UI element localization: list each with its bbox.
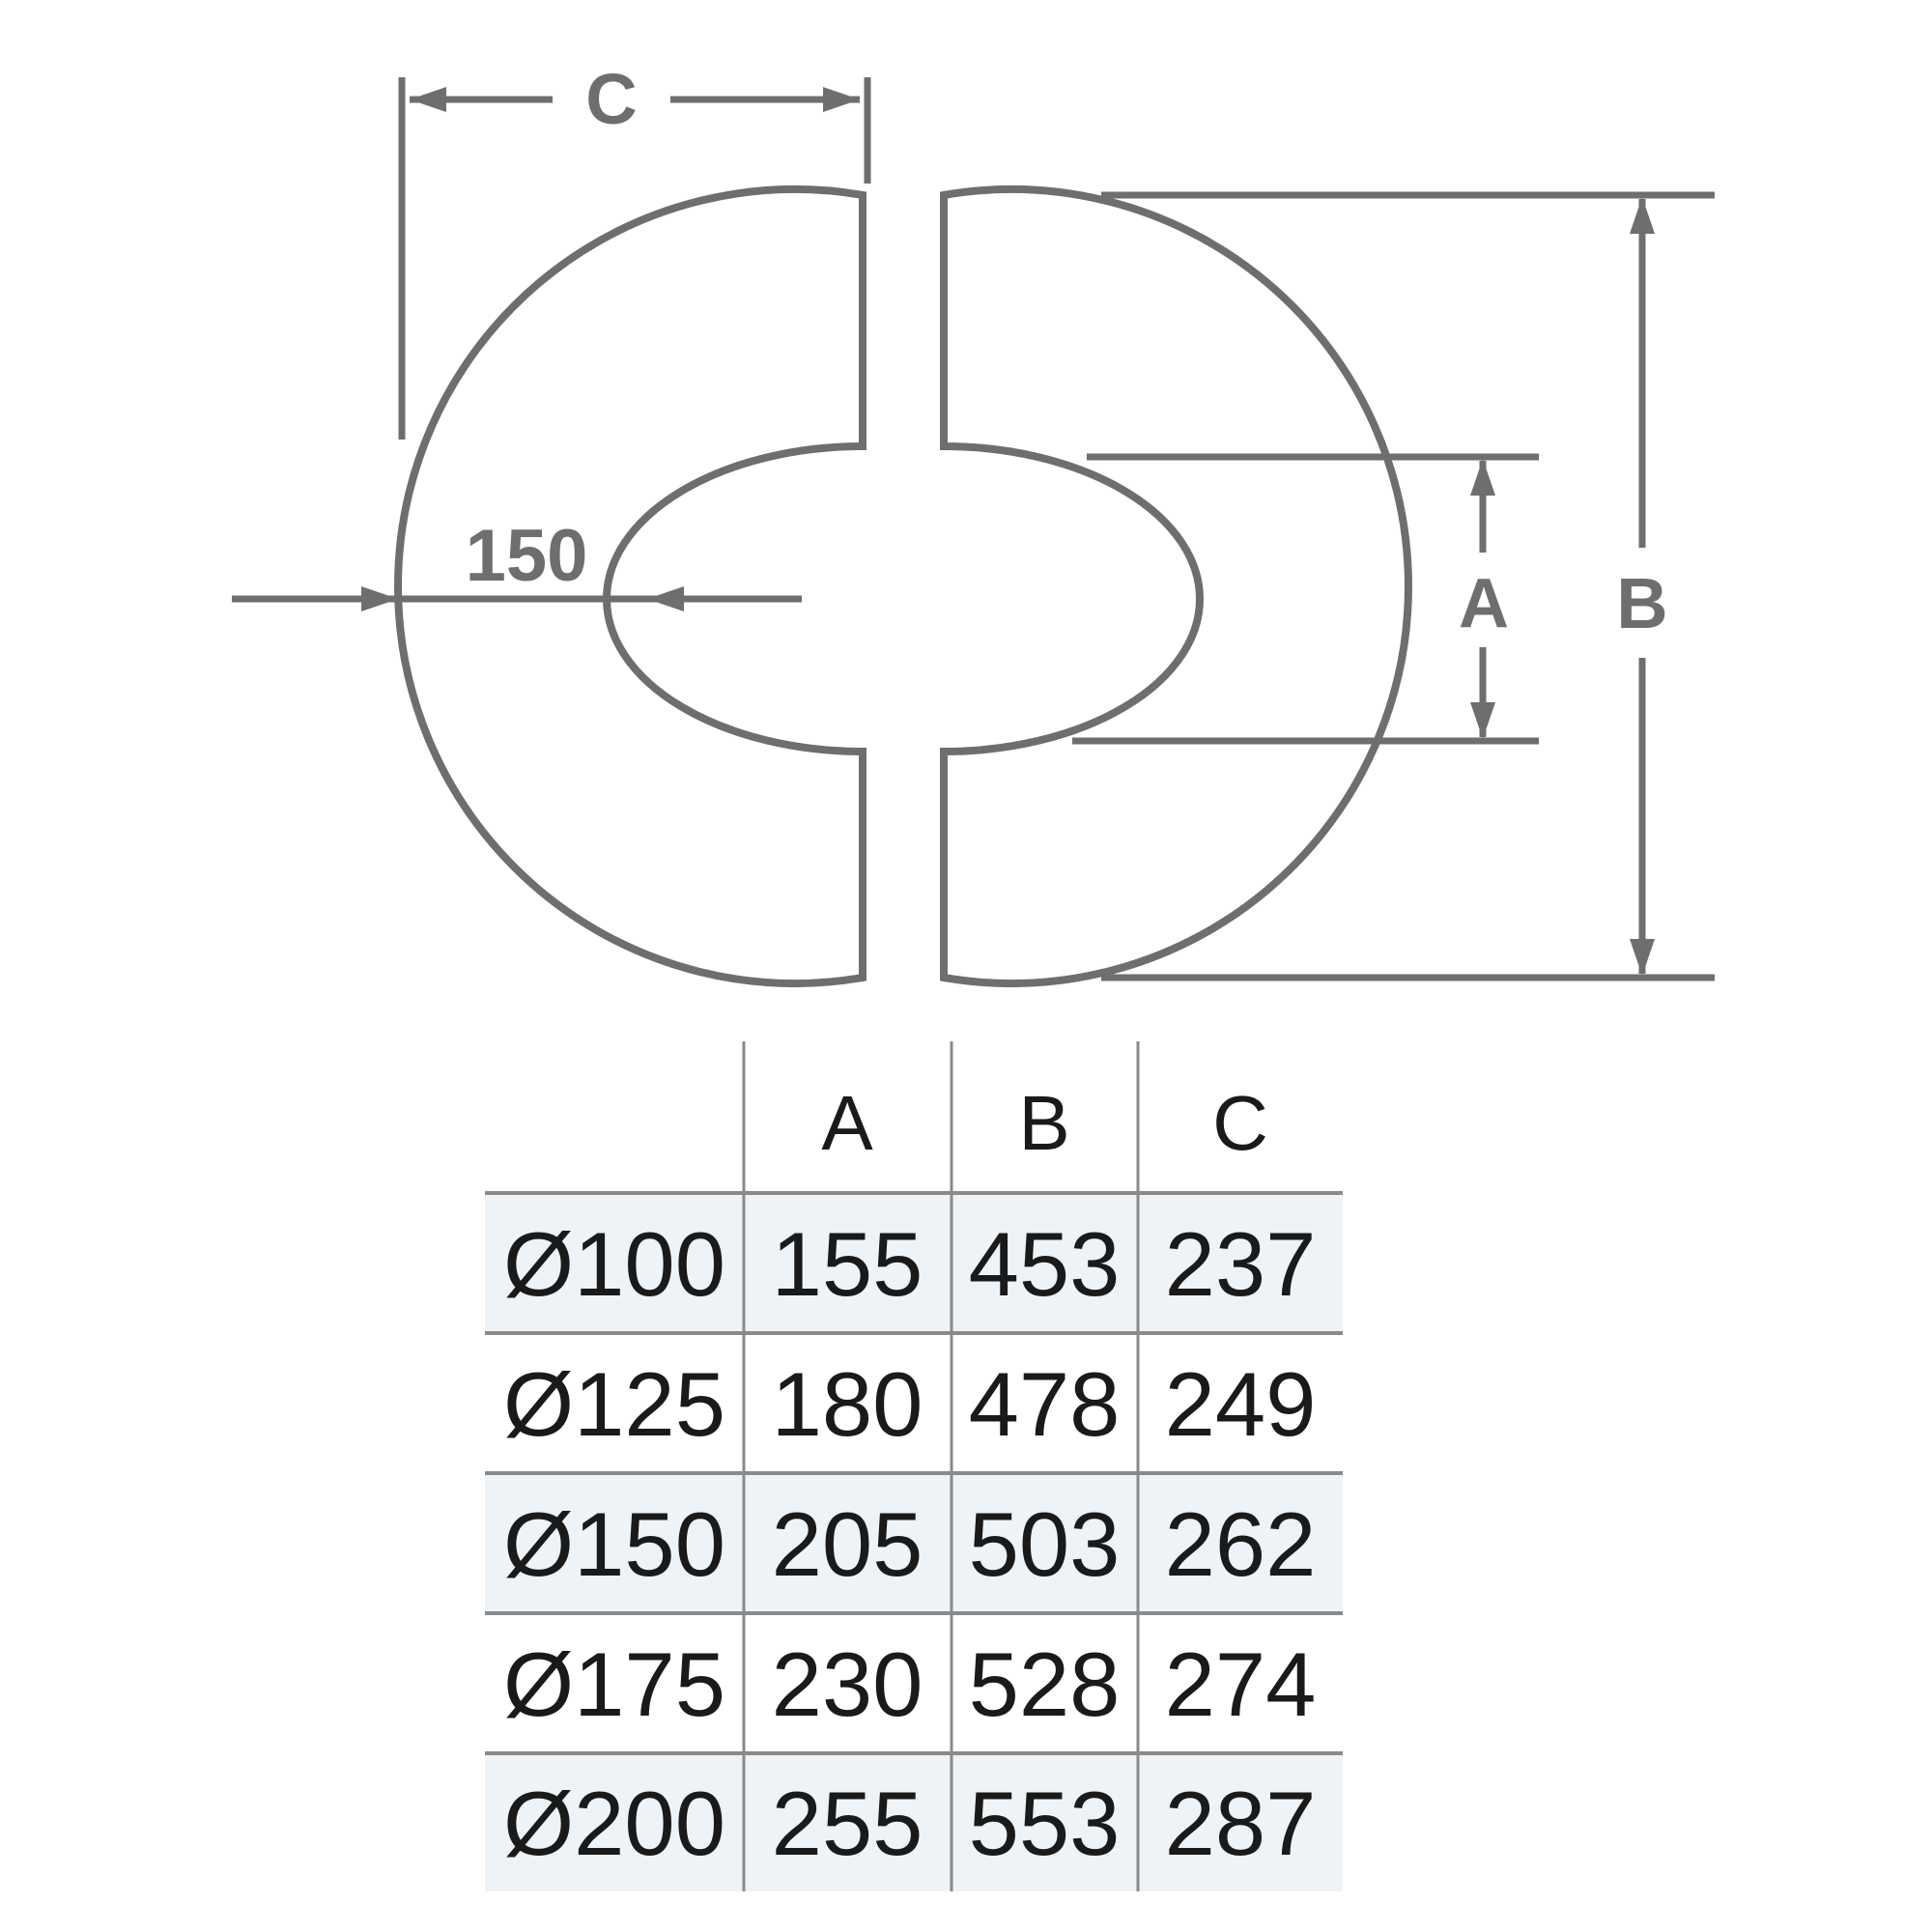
- table-row-c: 262: [1165, 1493, 1317, 1595]
- table-row-shade-3: [485, 1473, 1343, 1613]
- table-header-b: B: [1018, 1080, 1069, 1166]
- table-row-b: 553: [969, 1773, 1121, 1874]
- right-half-plate-outline: [940, 185, 1412, 987]
- dim-b-arrow-up-icon: [1630, 197, 1655, 234]
- table-row-size: Ø100: [503, 1213, 725, 1315]
- dim-150-arrow-right-icon: [361, 586, 398, 611]
- dimension-lines: [232, 77, 1715, 981]
- table-row-b: 478: [969, 1353, 1121, 1455]
- dimension-labels: C 150 A B: [466, 59, 1668, 643]
- dim-b-label: B: [1616, 563, 1667, 643]
- left-half-plate-outline: [394, 185, 867, 987]
- dim-c-label: C: [585, 59, 637, 139]
- table-row-c: 237: [1165, 1213, 1317, 1315]
- table-row-a: 155: [772, 1213, 923, 1315]
- table-row-shade-5: [485, 1753, 1343, 1891]
- dim-b-arrow-down-icon: [1630, 939, 1655, 976]
- dim-a-label: A: [1459, 565, 1509, 642]
- table-row-a: 230: [772, 1634, 923, 1735]
- dim-a-arrow-up-icon: [1470, 459, 1495, 496]
- table-row-c: 249: [1165, 1353, 1317, 1455]
- table-row-shading: [485, 1193, 1343, 1891]
- table-row-a: 180: [772, 1353, 923, 1455]
- dim-150-label: 150: [466, 515, 588, 597]
- table-row-size: Ø175: [503, 1634, 725, 1735]
- table-header-a: A: [821, 1080, 873, 1166]
- table-row-size: Ø200: [503, 1773, 725, 1874]
- table-row-c: 287: [1165, 1773, 1317, 1874]
- table-grid: [485, 1041, 1343, 1891]
- dim-a-arrow-down-icon: [1470, 702, 1495, 739]
- plate-outlines: [394, 185, 1412, 987]
- dim-c-arrow-right-icon: [823, 87, 860, 112]
- dim-c-arrow-left-icon: [410, 87, 446, 112]
- table-row-size: Ø125: [503, 1353, 725, 1455]
- dim-150-arrow-left-icon: [647, 586, 684, 611]
- table-header-c: C: [1212, 1080, 1268, 1166]
- table-row-a: 205: [772, 1493, 923, 1595]
- table-text: A B C Ø100 155 453 237 Ø125 180 478 249 …: [503, 1080, 1316, 1874]
- table-row-b: 453: [969, 1213, 1121, 1315]
- table-row-shade-1: [485, 1193, 1343, 1333]
- table-row-b: 528: [969, 1634, 1121, 1735]
- table-row-c: 274: [1165, 1634, 1317, 1735]
- table-row-size: Ø150: [503, 1493, 725, 1595]
- dimension-arrowheads: [361, 87, 1655, 976]
- table-row-a: 255: [772, 1773, 923, 1874]
- table-row-b: 503: [969, 1493, 1121, 1595]
